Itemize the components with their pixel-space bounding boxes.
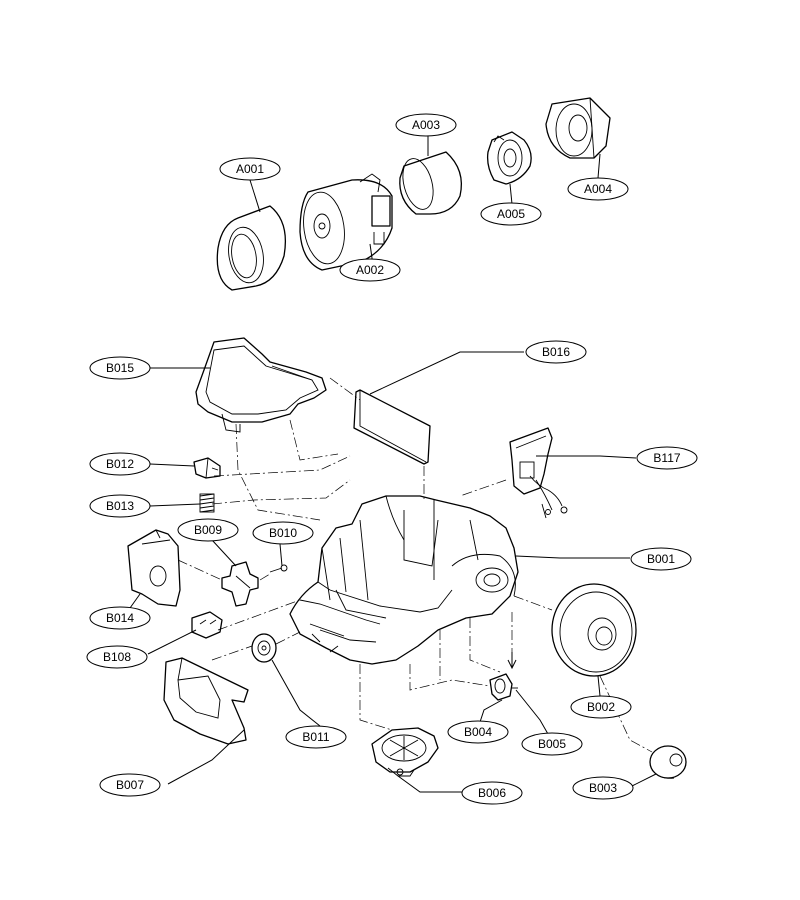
part-a002-motor	[299, 173, 393, 271]
callout-b003: B003	[572, 776, 634, 800]
part-a004-cover	[545, 97, 611, 159]
callout-b013-label: B013	[106, 499, 134, 513]
callout-b108: B108	[86, 645, 148, 669]
part-b016-filter	[353, 389, 431, 465]
callout-b007-label: B007	[116, 778, 144, 792]
callout-b014: B014	[89, 606, 151, 630]
part-b012-latch	[193, 457, 221, 479]
callout-b006-label: B006	[478, 786, 506, 800]
callout-b016: B016	[525, 340, 587, 364]
part-b013-spring	[199, 493, 215, 513]
callout-a004-label: A004	[584, 182, 612, 196]
callout-b117-label: B117	[653, 451, 680, 465]
callout-b004: B004	[447, 720, 509, 744]
callout-a003: A003	[395, 113, 457, 137]
callout-a002-label: A002	[356, 263, 384, 277]
callout-b005-label: B005	[538, 737, 566, 751]
part-b003-cap	[649, 745, 687, 779]
callout-b002-label: B002	[587, 700, 615, 714]
callout-a005: A005	[480, 202, 542, 226]
part-b015-cover	[195, 337, 327, 433]
part-b004-caster	[489, 673, 518, 701]
part-b010-screw	[269, 564, 288, 573]
callout-a005-label: A005	[497, 207, 525, 221]
part-a003-tube	[399, 151, 463, 215]
callout-b015-label: B015	[106, 361, 134, 375]
callout-b011-label: B011	[302, 730, 329, 744]
part-a001-ring	[216, 205, 287, 291]
callout-b001-label: B001	[647, 552, 675, 566]
callout-b006: B006	[461, 781, 523, 805]
callout-b010: B010	[252, 521, 314, 545]
callout-b016-label: B016	[542, 345, 570, 359]
leader-lines	[129, 136, 657, 793]
part-b014-panel	[127, 529, 181, 607]
callout-a001: A001	[219, 157, 281, 181]
callout-a003-label: A003	[412, 118, 440, 132]
callout-b014-label: B014	[106, 611, 134, 625]
callout-b007: B007	[99, 773, 161, 797]
callout-b012-label: B012	[106, 457, 134, 471]
part-b108-clip	[191, 611, 223, 639]
callout-b012: B012	[89, 452, 151, 476]
callout-b117: B117	[636, 446, 698, 470]
part-b002-wheel	[551, 583, 637, 677]
part-b007-front	[163, 657, 249, 745]
callout-b001: B001	[630, 547, 692, 571]
callout-b108-label: B108	[103, 650, 131, 664]
callout-b003-label: B003	[589, 781, 617, 795]
callout-b011: B011	[285, 725, 347, 749]
callout-b002: B002	[570, 695, 632, 719]
callout-a004: A004	[567, 177, 629, 201]
callout-b013: B013	[89, 494, 151, 518]
part-b005-pin	[507, 652, 517, 670]
callout-b005: B005	[521, 732, 583, 756]
callout-b010-label: B010	[269, 526, 297, 540]
callout-a002: A002	[339, 258, 401, 282]
part-b006-caster-housing	[371, 727, 439, 777]
callout-b009-label: B009	[194, 523, 222, 537]
part-b011-wheel	[251, 633, 277, 663]
callout-b015: B015	[89, 356, 151, 380]
part-b117-bracket	[509, 427, 568, 519]
callout-a001-label: A001	[236, 162, 264, 176]
part-a005-disc	[486, 131, 532, 185]
callout-b004-label: B004	[464, 725, 492, 739]
part-b009-lever	[221, 561, 259, 607]
callout-b009: B009	[177, 518, 239, 542]
part-b001-body	[289, 495, 519, 665]
